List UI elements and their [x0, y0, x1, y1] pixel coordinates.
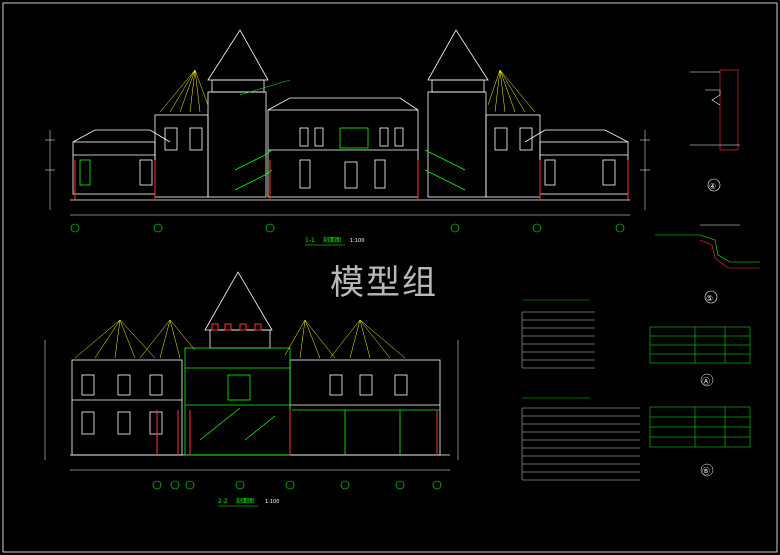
section-1-1	[45, 29, 650, 233]
section-1-1-title: 剖面图	[323, 236, 341, 244]
section-2-2-title: 剖面图	[236, 497, 254, 505]
section-2-2	[44, 271, 459, 490]
notes-table-1	[521, 299, 595, 369]
detail-5-label: ⑤	[706, 294, 713, 303]
table-a-label: Ⓐ	[702, 377, 710, 386]
section-2-2-label: 2-2	[218, 498, 228, 505]
table-b	[649, 406, 751, 477]
detail-5	[655, 224, 760, 304]
table-a	[649, 326, 751, 387]
notes-table-2	[521, 397, 640, 481]
section-1-1-scale: 1:100	[350, 238, 364, 244]
detail-4	[690, 69, 740, 192]
section-1-1-label: 1-1	[305, 237, 315, 244]
watermark: 模型组	[330, 263, 438, 303]
section-2-2-scale: 1:100	[265, 499, 279, 505]
table-b-label: Ⓑ	[702, 467, 710, 476]
detail-4-label: ④	[709, 182, 716, 191]
